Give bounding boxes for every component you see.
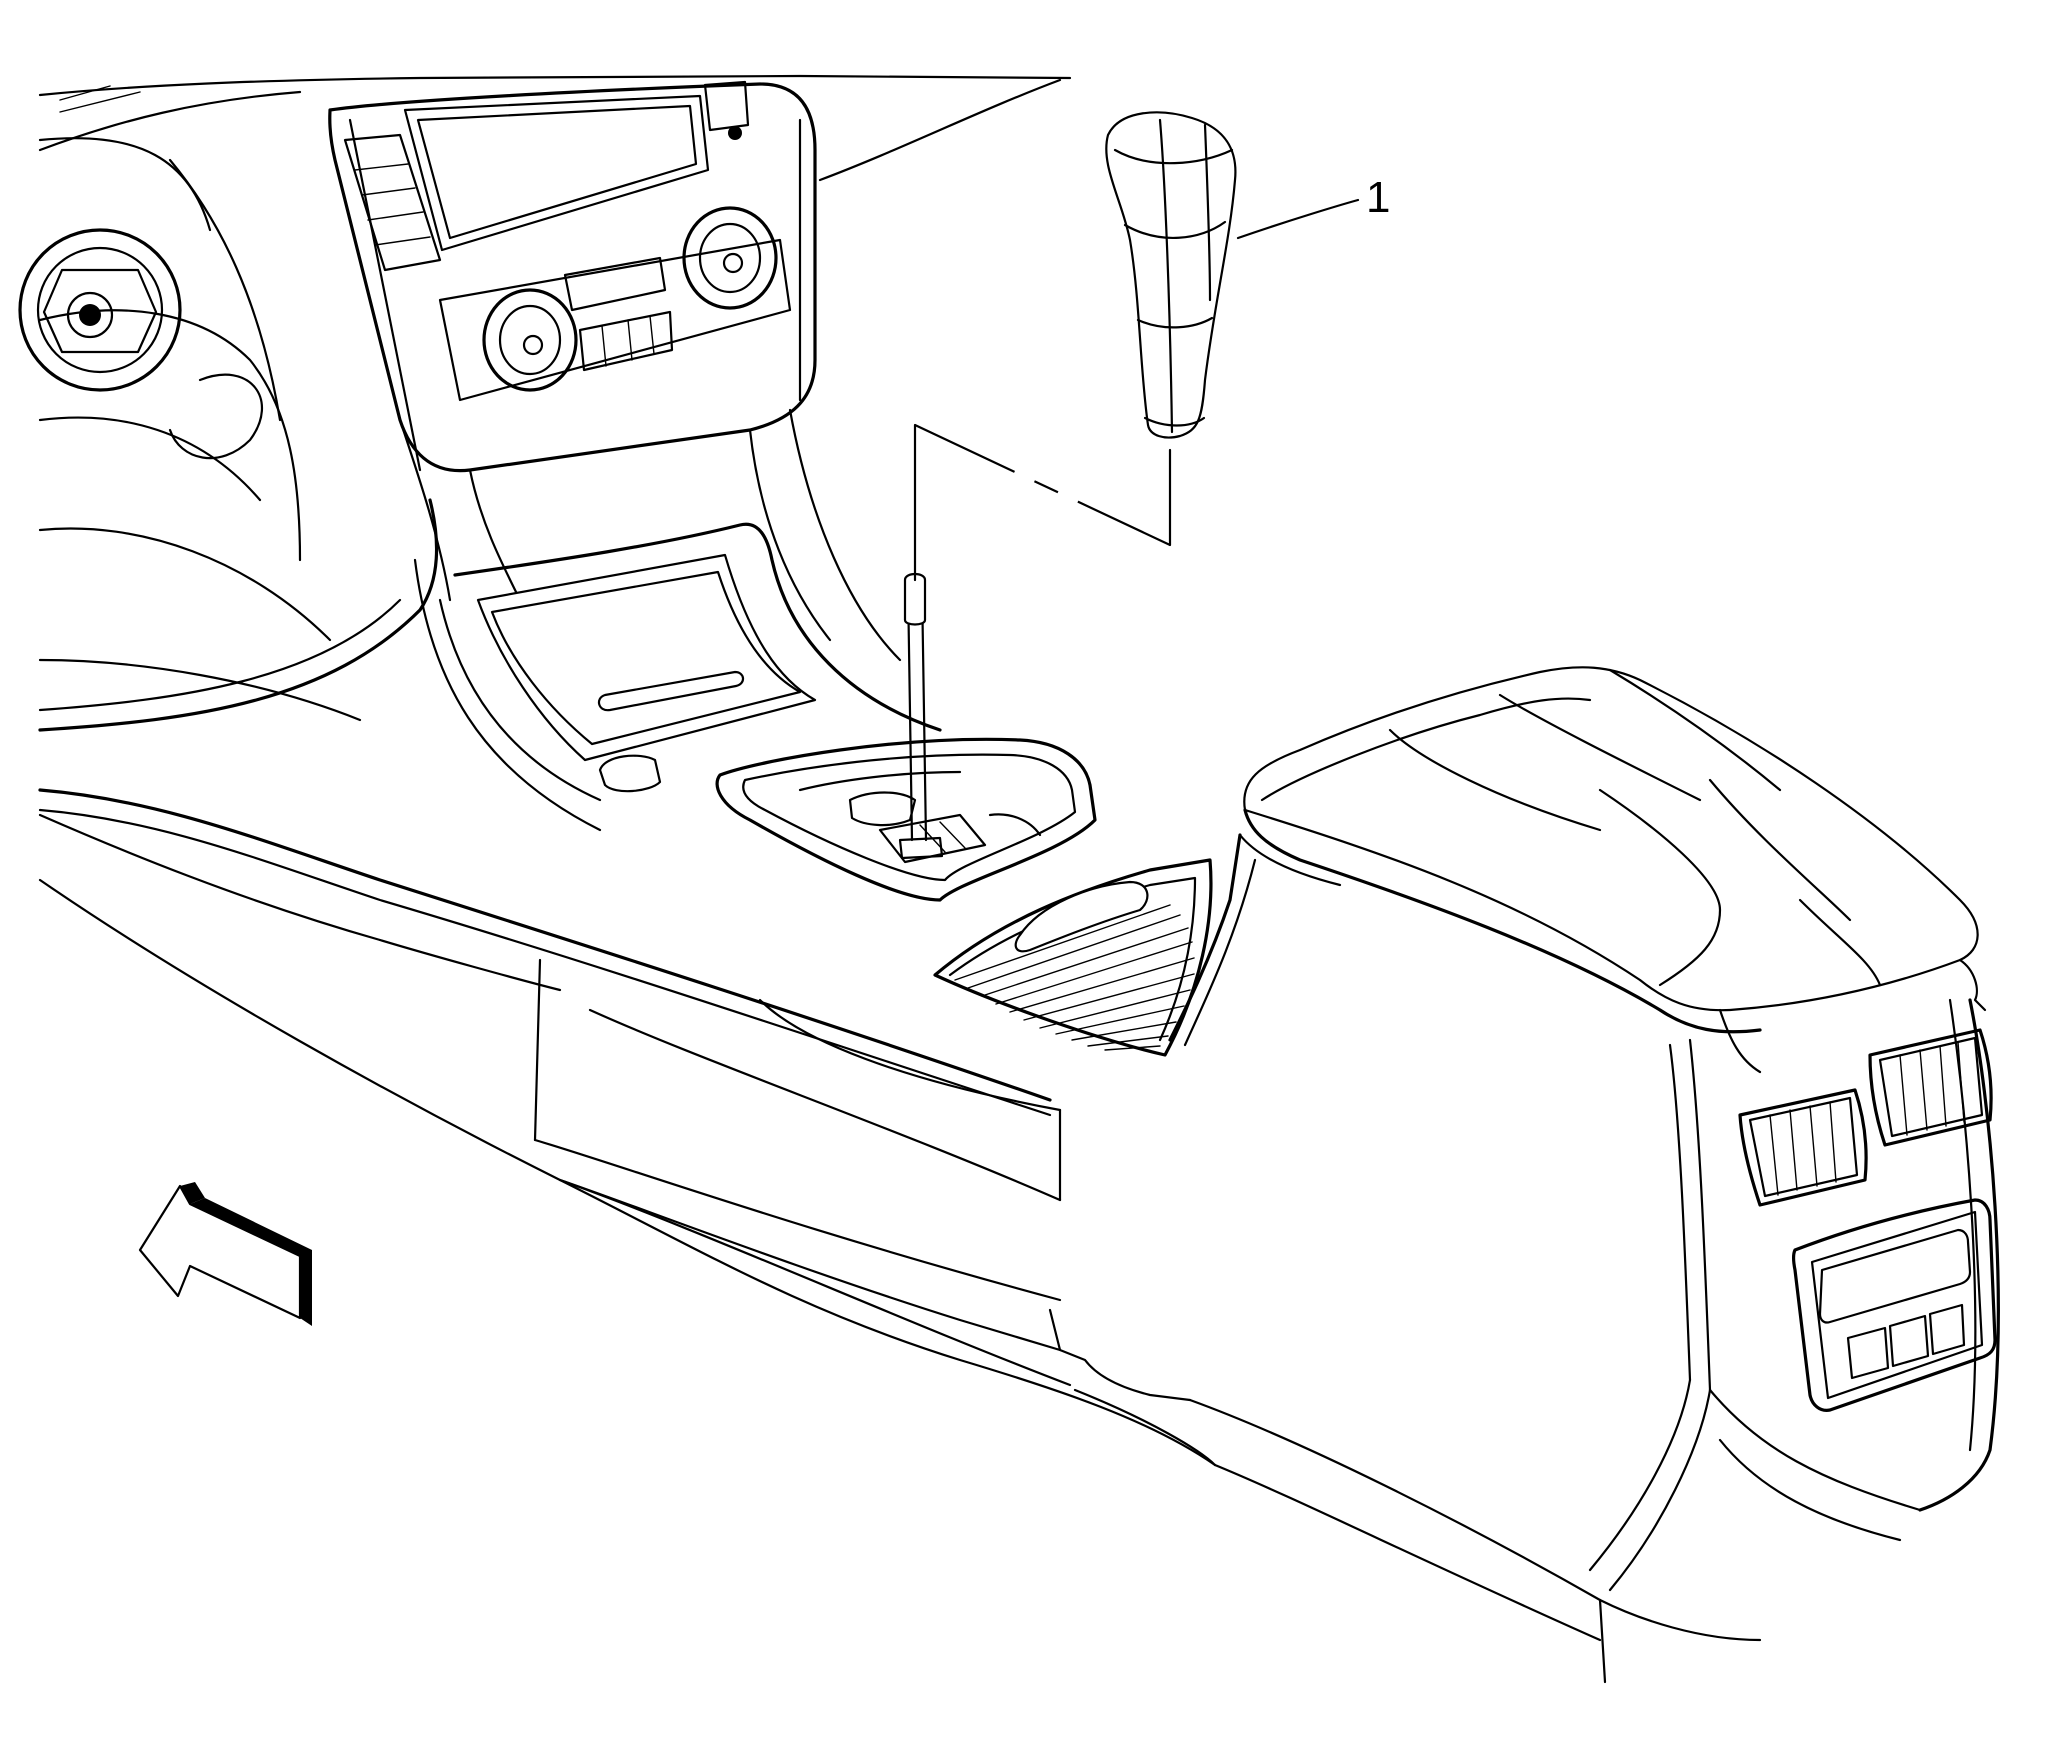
rear-vent-left bbox=[1738, 1088, 1868, 1207]
shift-knob bbox=[1105, 111, 1237, 439]
front-direction-arrow-icon bbox=[138, 1182, 312, 1326]
dash-knob bbox=[18, 228, 182, 392]
console-storage-tray bbox=[413, 522, 942, 832]
rear-control-panel bbox=[1791, 1198, 1997, 1412]
ribbed-tray bbox=[933, 858, 1213, 1057]
shifter-bezel bbox=[715, 737, 1097, 902]
armrest bbox=[1238, 666, 1987, 1074]
dashboard bbox=[18, 74, 1072, 732]
climate-knob-right bbox=[682, 206, 778, 310]
center-stack bbox=[328, 80, 902, 662]
shift-lever bbox=[898, 572, 944, 860]
callout-label: 1 bbox=[1366, 173, 1390, 222]
armrest-body bbox=[1168, 833, 2000, 1642]
climate-knob-left bbox=[482, 288, 578, 392]
rear-vent-right bbox=[1868, 1028, 1993, 1147]
assembly-line bbox=[913, 423, 1172, 582]
callout-1: 1 bbox=[1236, 173, 1390, 240]
console-body bbox=[38, 788, 1607, 1684]
